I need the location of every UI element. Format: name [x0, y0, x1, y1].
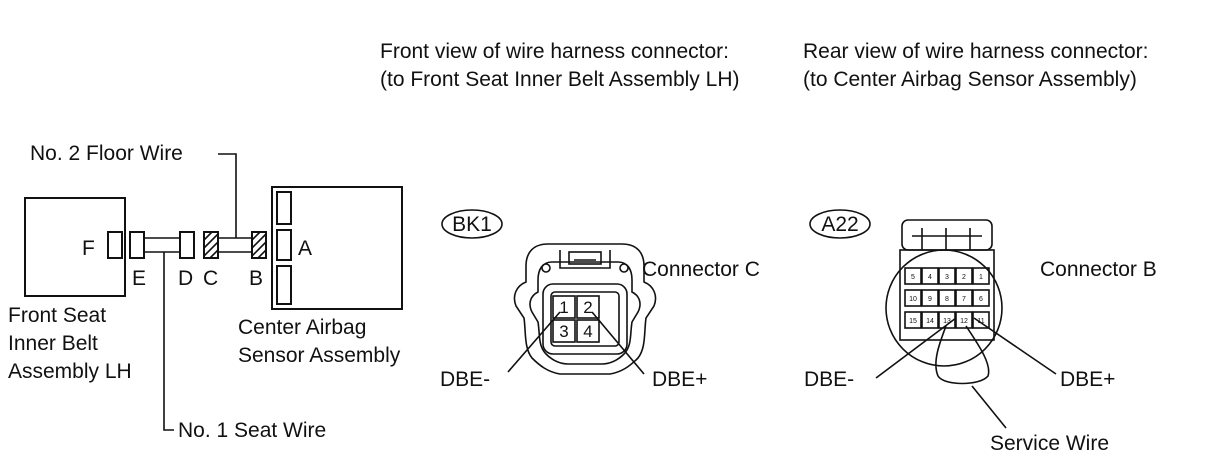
connector-c-pin-area [542, 283, 628, 355]
connector-b-pin [904, 267, 922, 285]
label-e: E [132, 267, 146, 290]
connector-b-pin [921, 289, 939, 307]
label-b: B [249, 267, 263, 290]
connector-d [179, 231, 195, 259]
sensor-socket-3 [276, 265, 292, 305]
connector-b-pin-label: 11 [977, 318, 984, 325]
connector-b-service-wire-label: Service Wire [990, 432, 1109, 455]
connector-b-pin-label: 4 [928, 274, 932, 281]
connector-b-pin [972, 311, 990, 329]
connector-b-pin [938, 311, 956, 329]
connector-b-pin-grid: 5 4 3 2 1 10 9 8 7 6 15 14 13 12 11 [904, 267, 990, 329]
connector-c-pin-1-label: 1 [559, 298, 568, 317]
connector-b-pin-label: 2 [962, 274, 966, 281]
connector-c-pin-1 [552, 295, 576, 319]
sensor-socket-1 [276, 191, 292, 225]
connector-b-pin-label: 6 [979, 296, 983, 303]
connector-b-pin-label: 7 [962, 296, 966, 303]
connector-c-code: BK1 [452, 213, 492, 236]
rear-view-header-line2: (to Center Airbag Sensor Assembly) [803, 68, 1137, 91]
front-view-header-line1: Front view of wire harness connector: [380, 40, 729, 63]
seat-wire-label: No. 1 Seat Wire [178, 419, 326, 442]
connector-c-pin-2-label: 2 [583, 298, 592, 317]
connector-c-dbe-minus: DBE- [440, 368, 490, 391]
rear-view-header-line1: Rear view of wire harness connector: [803, 40, 1149, 63]
connector-b-highlight-circle [885, 249, 1003, 367]
connector-f [107, 231, 123, 259]
connector-c-pin-3-label: 3 [559, 322, 568, 341]
connector-b-pin [921, 311, 939, 329]
front-seat-label-line2: Inner Belt [8, 332, 98, 355]
center-airbag-label-line2: Sensor Assembly [238, 344, 401, 367]
connector-c-diagram: BK1 1 2 3 4 Connector C DBE- DBE+ [440, 209, 760, 391]
connector-b-code: A22 [821, 213, 858, 236]
connector-b-pin-label: 12 [960, 318, 968, 325]
label-d: D [178, 267, 193, 290]
connector-b-pin [921, 267, 939, 285]
connector-b-pin-label: 3 [945, 274, 949, 281]
connector-b-service-wire-loop [935, 325, 990, 385]
connector-b-pin-label: 15 [909, 318, 917, 325]
connector-c-dbe-plus: DBE+ [652, 368, 707, 391]
label-c: C [203, 267, 218, 290]
connector-b-code-oval [809, 209, 871, 239]
connector-b-pin [938, 289, 956, 307]
connector-b-pin [955, 267, 973, 285]
front-seat-label-line1: Front Seat [8, 304, 106, 327]
center-airbag-label-line1: Center Airbag [238, 316, 366, 339]
connector-b-pin-label: 13 [943, 318, 951, 325]
center-airbag-sensor-box [271, 186, 403, 310]
connector-b-hatched [251, 231, 267, 259]
connector-b-dbe-plus: DBE+ [1060, 368, 1115, 391]
harness-diagram: F E [8, 142, 403, 442]
connector-b-pin-label: 10 [909, 296, 917, 303]
connector-c-code-oval [441, 209, 503, 239]
connector-c-pin-4-label: 4 [583, 322, 592, 341]
connector-b-pin-label: 5 [911, 274, 915, 281]
connector-b-pin [955, 311, 973, 329]
connector-b-name: Connector B [1040, 258, 1157, 281]
connector-b-pin [904, 289, 922, 307]
connector-b-pin-label: 1 [979, 274, 983, 281]
front-view-header-line2: (to Front Seat Inner Belt Assembly LH) [380, 68, 739, 91]
connector-b-housing-body [899, 249, 995, 341]
floor-wire-label: No. 2 Floor Wire [30, 142, 183, 165]
sensor-socket-a [276, 229, 292, 261]
connector-b-pin [904, 311, 922, 329]
connector-b-dbe-minus: DBE- [804, 368, 854, 391]
connector-e [129, 231, 145, 259]
connector-c-housing [513, 243, 657, 375]
connector-b-pin [972, 289, 990, 307]
label-a: A [298, 237, 312, 260]
connector-b-pin [955, 289, 973, 307]
front-seat-label-line3: Assembly LH [8, 360, 132, 383]
connector-b-pin-label: 8 [945, 296, 949, 303]
connector-c-name: Connector C [642, 258, 760, 281]
connector-b-pin-label: 14 [926, 318, 934, 325]
connector-c-hatched [203, 231, 219, 259]
connector-b-pin-label: 9 [928, 296, 932, 303]
label-f: F [82, 237, 95, 260]
connector-b-pin [972, 267, 990, 285]
connector-c-pin-4 [576, 319, 600, 343]
connector-c-pin-2 [576, 295, 600, 319]
connector-c-pin-3 [552, 319, 576, 343]
connector-b-pin [938, 267, 956, 285]
connector-b-diagram: A22 5 4 3 2 1 10 9 8 7 6 15 14 13 12 11 Connector B DB… [804, 209, 1157, 455]
connector-b-housing-top [901, 219, 993, 251]
